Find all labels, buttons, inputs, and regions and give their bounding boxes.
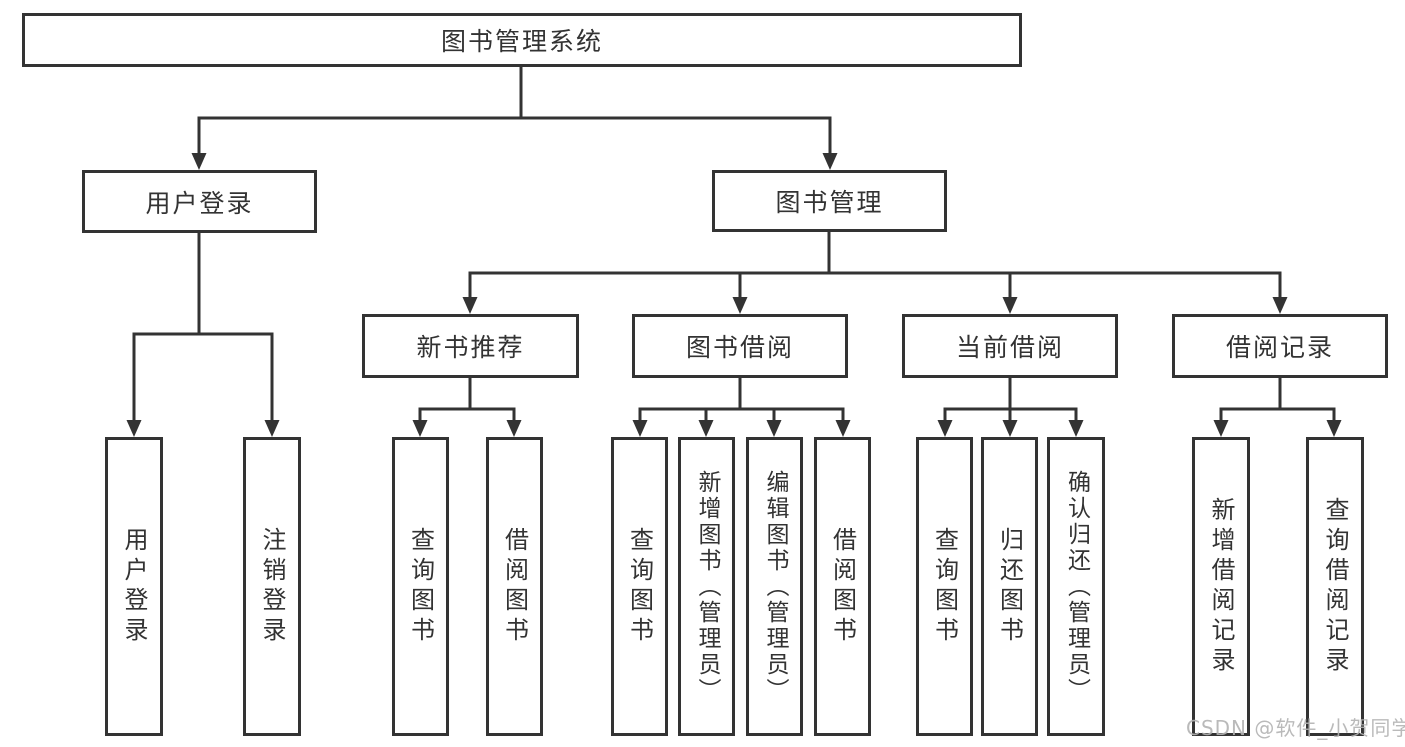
leaf-edit-books-admin: 编辑图书（管理员） <box>746 437 803 736</box>
leaf-logout: 注销登录 <box>243 437 301 736</box>
leaf-query-borrow-record: 查询借阅记录 <box>1306 437 1364 736</box>
leaf-add-borrow-record: 新增借阅记录 <box>1192 437 1250 736</box>
node-label: 借阅图书 <box>500 526 529 647</box>
node-label: 查询图书 <box>625 526 654 647</box>
leaf-borrow-books-recommend: 借阅图书 <box>486 437 543 736</box>
node-label: 新增图书（管理员） <box>694 469 720 704</box>
leaf-return-books: 归还图书 <box>981 437 1038 736</box>
node-user-login: 用户登录 <box>82 170 317 233</box>
node-label: 查询图书 <box>930 526 959 647</box>
leaf-borrow-books: 借阅图书 <box>814 437 871 736</box>
node-new-book-recommendation: 新书推荐 <box>362 314 579 378</box>
node-book-management: 图书管理 <box>712 170 947 232</box>
node-label: 归还图书 <box>995 526 1024 647</box>
leaf-confirm-return-admin: 确认归还（管理员） <box>1047 437 1105 736</box>
node-borrowing-records: 借阅记录 <box>1172 314 1388 378</box>
node-label: 编辑图书（管理员） <box>762 469 788 704</box>
node-label: 确认归还（管理员） <box>1063 469 1090 704</box>
watermark: CSDN @软件_小贺同学 <box>1186 716 1405 740</box>
node-label: 图书管理系统 <box>440 27 603 56</box>
arrowheads <box>126 153 1342 437</box>
node-label: 用户登录 <box>145 188 254 218</box>
node-label: 查询图书 <box>406 526 435 647</box>
connector-rails <box>132 67 1336 426</box>
node-label: 图书管理 <box>775 188 884 217</box>
node-label: 借阅图书 <box>828 526 857 647</box>
node-book-borrowing: 图书借阅 <box>632 314 848 378</box>
node-label: 新书推荐 <box>416 333 525 362</box>
node-library-management-system: 图书管理系统 <box>22 13 1022 67</box>
node-label: 图书借阅 <box>685 333 794 362</box>
node-label: 借阅记录 <box>1225 333 1334 362</box>
leaf-query-books-recommend: 查询图书 <box>392 437 449 736</box>
node-current-borrowing: 当前借阅 <box>902 314 1118 378</box>
leaf-query-books-borrow: 查询图书 <box>611 437 668 736</box>
leaf-user-login: 用户登录 <box>105 437 163 736</box>
node-label: 查询借阅记录 <box>1321 496 1349 677</box>
node-label: 新增借阅记录 <box>1207 496 1235 677</box>
node-label: 用户登录 <box>120 526 148 647</box>
node-label: 当前借阅 <box>955 333 1064 362</box>
leaf-add-books-admin: 新增图书（管理员） <box>678 437 735 736</box>
leaf-query-books-current: 查询图书 <box>916 437 973 736</box>
node-label: 注销登录 <box>258 526 286 647</box>
